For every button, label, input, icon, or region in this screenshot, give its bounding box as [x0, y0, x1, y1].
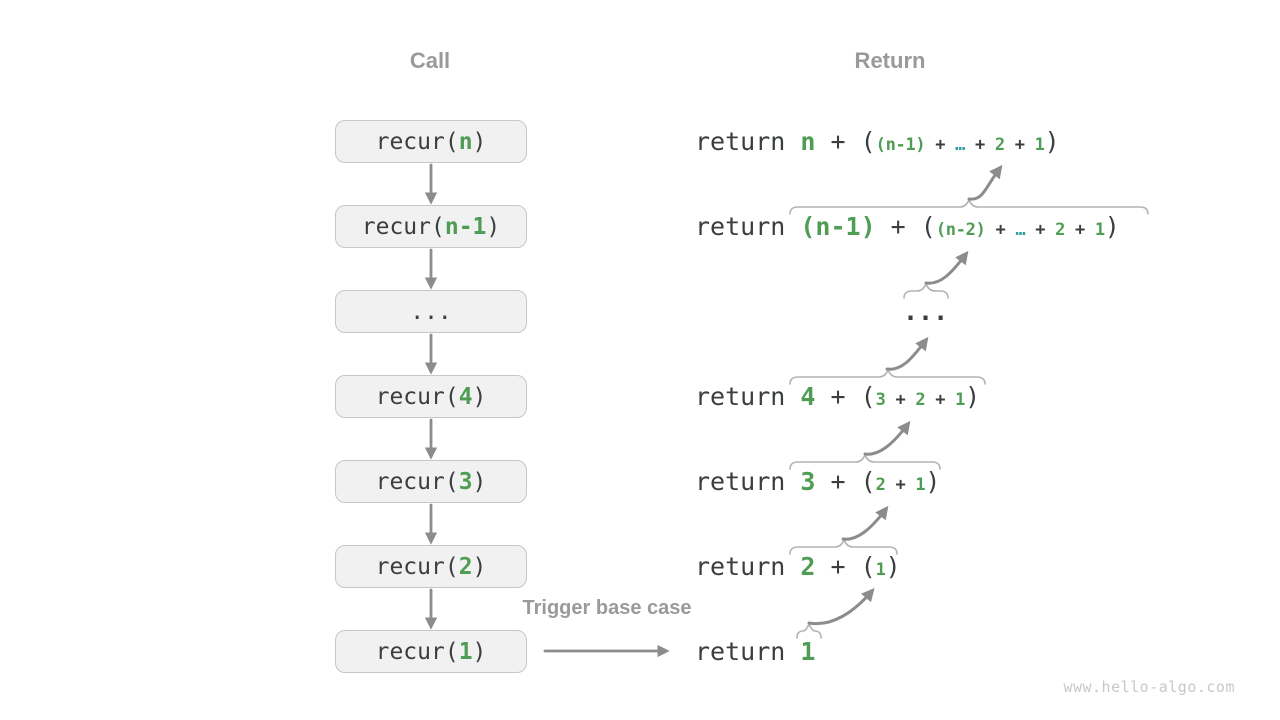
code-segment: 3 [800, 467, 816, 496]
code-segment: recur( [375, 553, 459, 580]
return-line-1: return (n-1) + ((n-2) + … + 2 + 1) [695, 212, 1120, 242]
code-segment: return [695, 127, 801, 156]
code-segment: + [1004, 135, 1035, 155]
code-segment: ) [486, 213, 501, 240]
code-segment: … [1015, 220, 1026, 240]
code-segment: + [815, 382, 861, 411]
code-segment: ) [472, 468, 487, 495]
code-segment: (n-1) [875, 135, 926, 155]
call-box-6: recur(1) [335, 630, 527, 673]
code-segment: + [875, 212, 921, 241]
code-segment: recur( [375, 638, 459, 665]
code-segment: ) [472, 638, 487, 665]
code-segment: 2 [915, 390, 926, 410]
code-segment: return [695, 467, 801, 496]
code-segment: recur( [375, 468, 459, 495]
code-segment: + [815, 127, 861, 156]
code-segment: return [695, 637, 801, 666]
code-segment: 1 [915, 475, 926, 495]
code-segment: 3 [875, 390, 886, 410]
code-segment: ) [472, 128, 487, 155]
code-segment: + [885, 390, 916, 410]
code-segment: return [695, 552, 801, 581]
code-segment: 1 [955, 390, 966, 410]
return-arrow-to-line4 [863, 420, 911, 456]
code-segment: ) [472, 553, 487, 580]
code-segment: (n-1) [800, 212, 876, 241]
code-segment: ) [925, 467, 941, 496]
code-segment: ( [920, 212, 936, 241]
return-line-4: return 3 + (2 + 1) [695, 467, 940, 497]
code-segment: n [458, 128, 473, 155]
code-segment: … [955, 135, 966, 155]
code-segment: ( [860, 552, 876, 581]
call-box-0: recur(n) [335, 120, 527, 163]
code-segment: 2 [875, 475, 886, 495]
code-segment: 4 [458, 383, 473, 410]
return-line-2: ... [903, 297, 948, 327]
call-box-3: recur(4) [335, 375, 527, 418]
code-segment: 1 [1034, 135, 1045, 155]
code-segment: ) [1104, 212, 1120, 241]
code-segment: + [885, 475, 916, 495]
code-segment: ) [965, 382, 981, 411]
return-line-6: return 1 [695, 637, 815, 667]
code-segment: 2 [1055, 220, 1066, 240]
return-arrow-to-line1 [967, 164, 1003, 201]
code-segment: ) [472, 383, 487, 410]
call-box-1: recur(n-1) [335, 205, 527, 248]
trigger-base-case-label: Trigger base case [522, 597, 692, 619]
code-segment: + [965, 135, 995, 155]
watermark: www.hello-algo.com [1063, 678, 1235, 696]
code-segment: ) [1044, 127, 1060, 156]
code-segment: ... [410, 298, 452, 325]
code-segment: 1 [875, 560, 886, 580]
call-column-header: Call [409, 48, 451, 73]
code-segment: (n-2) [935, 220, 986, 240]
call-box-2: ... [335, 290, 527, 333]
code-segment: + [815, 467, 861, 496]
code-segment: n [800, 127, 816, 156]
code-segment: recur( [375, 383, 459, 410]
code-segment: 2 [994, 135, 1005, 155]
code-segment: + [815, 552, 861, 581]
code-segment: 4 [800, 382, 816, 411]
return-arrow-to-ellipsis [885, 336, 929, 371]
code-segment: 1 [1094, 220, 1105, 240]
code-segment: + [1065, 220, 1095, 240]
code-segment: ( [860, 382, 876, 411]
code-segment: 3 [458, 468, 473, 495]
code-segment: 2 [458, 553, 473, 580]
code-segment: recur( [361, 213, 445, 240]
code-segment: recur( [375, 128, 459, 155]
code-segment: + [925, 390, 956, 410]
call-box-4: recur(3) [335, 460, 527, 503]
return-arrow-to-line2 [924, 250, 969, 285]
code-segment: + [985, 220, 1016, 240]
code-segment: 2 [800, 552, 816, 581]
code-segment: ( [860, 467, 876, 496]
code-segment: return [695, 382, 801, 411]
return-arrow-to-line6 [807, 587, 875, 626]
code-segment: return [695, 212, 801, 241]
return-line-3: return 4 + (3 + 2 + 1) [695, 382, 980, 412]
code-segment: ) [885, 552, 901, 581]
code-segment: ( [860, 127, 876, 156]
code-segment: ... [903, 297, 949, 326]
overbrace-line7 [796, 621, 822, 639]
code-segment: 1 [458, 638, 473, 665]
return-arrow-to-line5 [841, 505, 889, 541]
overbrace-ellipsis [903, 281, 949, 299]
code-segment: n-1 [444, 213, 487, 240]
code-segment: + [1025, 220, 1056, 240]
code-segment: 1 [800, 637, 816, 666]
code-segment: + [925, 135, 956, 155]
return-column-header: Return [854, 48, 926, 73]
return-line-0: return n + ((n-1) + … + 2 + 1) [695, 127, 1060, 157]
return-line-5: return 2 + (1) [695, 552, 901, 582]
call-box-5: recur(2) [335, 545, 527, 588]
